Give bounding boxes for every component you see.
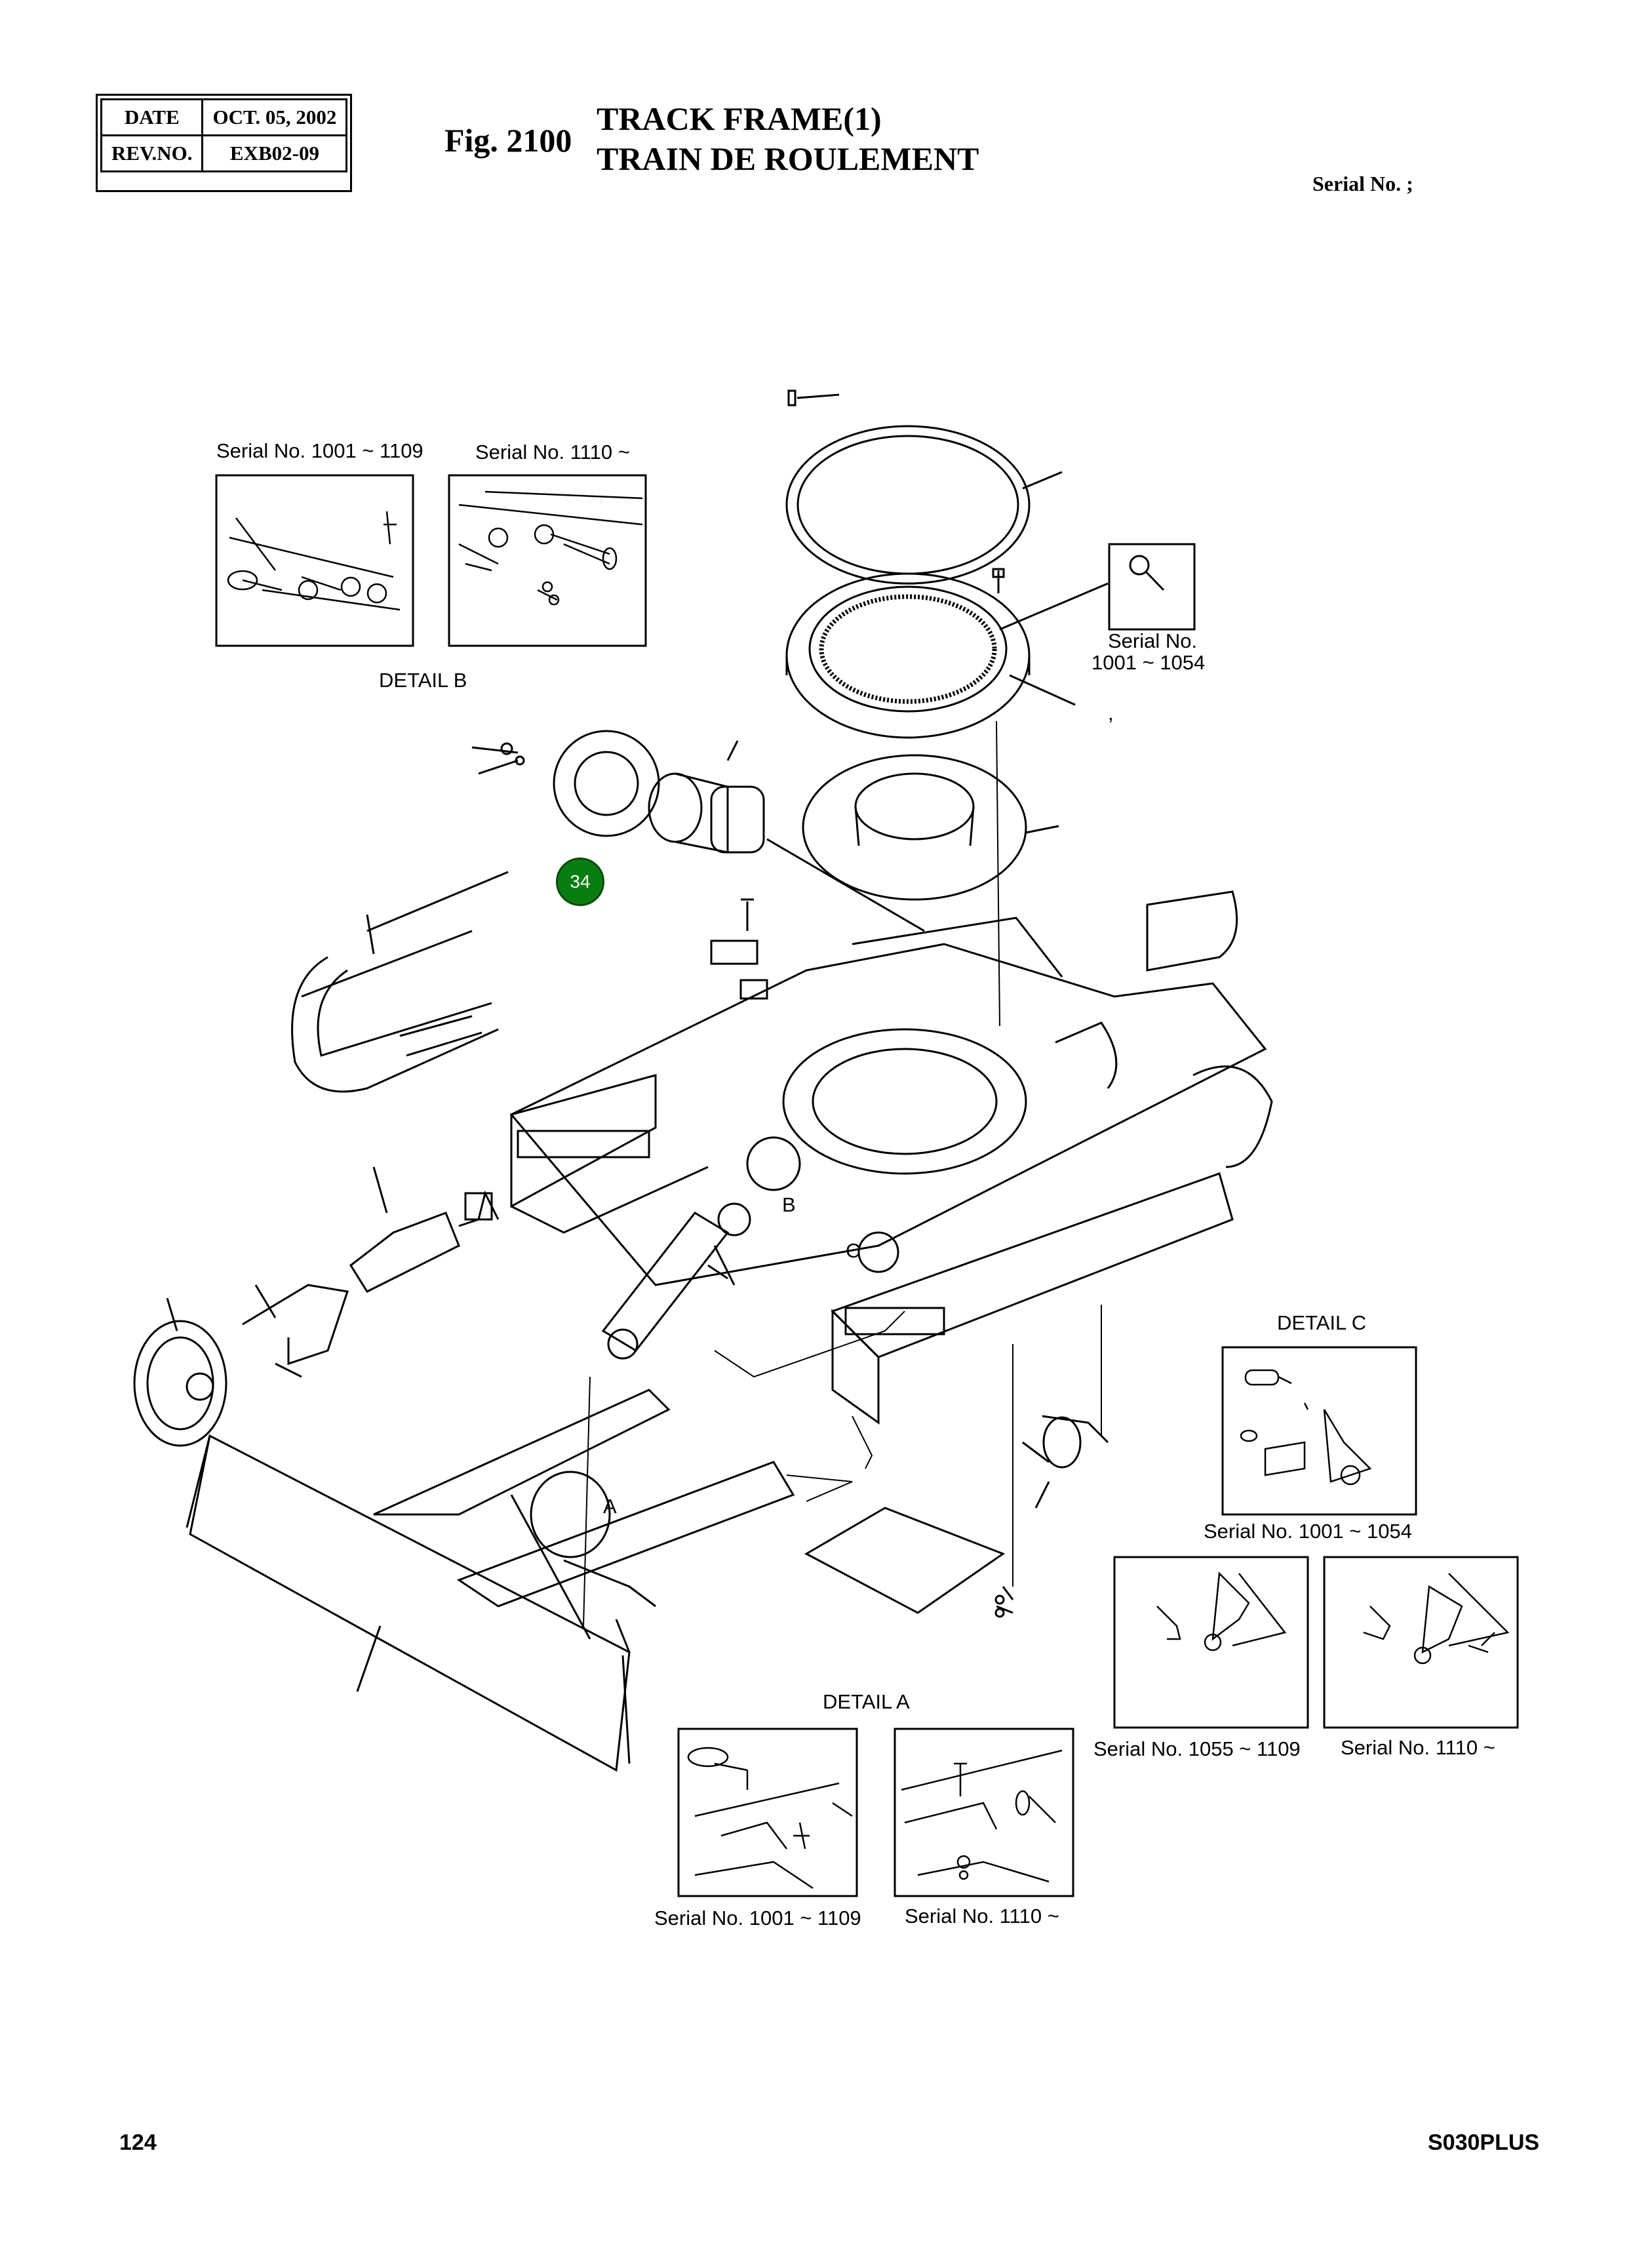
model-name: S030PLUS: [1428, 2130, 1540, 2155]
detail-c-serial-2: Serial No. 1055 ~ 1109: [1093, 1737, 1301, 1760]
header-box: [96, 94, 352, 192]
detail-b-circle: [746, 1136, 801, 1191]
blade-cylinder: [601, 1202, 751, 1360]
stray-comma: ,: [1108, 702, 1114, 724]
detail-b-serial-2: Serial No. 1110 ~: [475, 441, 630, 464]
dozer-blade: [186, 1434, 631, 1772]
idler-bracket: [166, 1284, 349, 1378]
left-beam: [510, 1074, 709, 1234]
track-frame: [509, 890, 1273, 1286]
sprocket: [471, 730, 660, 837]
front-idler: [133, 1320, 227, 1447]
detail-c-box-3: [1323, 1556, 1519, 1729]
detail-b-title: DETAIL B: [379, 669, 467, 692]
upper-ring: [785, 389, 1063, 585]
page-number: 124: [119, 2130, 157, 2155]
detail-b-parts-1: [227, 511, 401, 611]
detail-a-serial-2: Serial No. 1110 ~: [905, 1905, 1059, 1928]
detail-b-box-2: [448, 474, 647, 647]
detail-a-parts-2: [901, 1749, 1063, 1883]
leader-lines: [583, 721, 1102, 1627]
mark-c: C: [846, 1239, 861, 1262]
detail-b-serial-1: Serial No. 1001 ~ 1109: [216, 439, 423, 462]
detail-a-box-1: [677, 1728, 858, 1897]
date-value: OCT. 05, 2002: [201, 98, 348, 136]
bolt: [992, 568, 1005, 593]
right-beam: [831, 1172, 1234, 1425]
under-cover: [804, 1507, 1014, 1618]
detail-c-circle: [857, 1231, 899, 1273]
title-french: TRAIN DE ROULEMENT: [597, 140, 979, 177]
detail-a-box-2: [894, 1728, 1074, 1897]
detail-a-title: DETAIL A: [823, 1690, 910, 1713]
title-english: TRACK FRAME(1): [597, 100, 882, 137]
small-fitting-box: [1108, 543, 1196, 631]
bearing-serial-label: Serial No.: [1108, 629, 1198, 652]
detail-b-box-1: [215, 474, 414, 647]
track-adjuster-spring: [349, 1166, 500, 1293]
rev-label: REV.NO.: [100, 134, 204, 172]
rev-value: EXB02-09: [201, 134, 348, 172]
mark-b: B: [782, 1193, 796, 1216]
detail-c-parts-2: [1156, 1572, 1287, 1651]
bearing-serial-range: 1001 ~ 1054: [1092, 651, 1206, 674]
detail-c-box-1: [1221, 1346, 1417, 1516]
lower-roller: [1022, 1415, 1109, 1509]
detail-c-parts-1: [1240, 1369, 1372, 1486]
rubber-track: [291, 871, 509, 1093]
detail-c-title: DETAIL C: [1277, 1311, 1367, 1334]
detail-a-serial-1: Serial No. 1001 ~ 1109: [654, 1907, 861, 1929]
detail-c-serial-3: Serial No. 1110 ~: [1341, 1736, 1495, 1759]
slewing-ring: [785, 572, 1109, 739]
detail-c-serial-1: Serial No. 1001 ~ 1054: [1204, 1520, 1412, 1543]
part-callout-34[interactable]: 34: [556, 858, 604, 906]
serial-heading: Serial No. ;: [1312, 172, 1413, 195]
detail-c-box-2: [1113, 1556, 1309, 1729]
figure-number: Fig. 2100: [444, 122, 572, 159]
detail-c-parts-3: [1363, 1573, 1510, 1665]
blade-arms: [373, 1389, 795, 1640]
detail-b-parts-2: [458, 490, 643, 606]
mark-a: A: [603, 1495, 617, 1518]
travel-motor: [648, 740, 925, 932]
detail-a-parts-1: [687, 1747, 853, 1889]
revision-table: DATE OCT. 05, 2002 REV.NO. EXB02-09: [100, 98, 348, 172]
date-label: DATE: [100, 98, 204, 136]
mount-ring: [802, 754, 1059, 901]
